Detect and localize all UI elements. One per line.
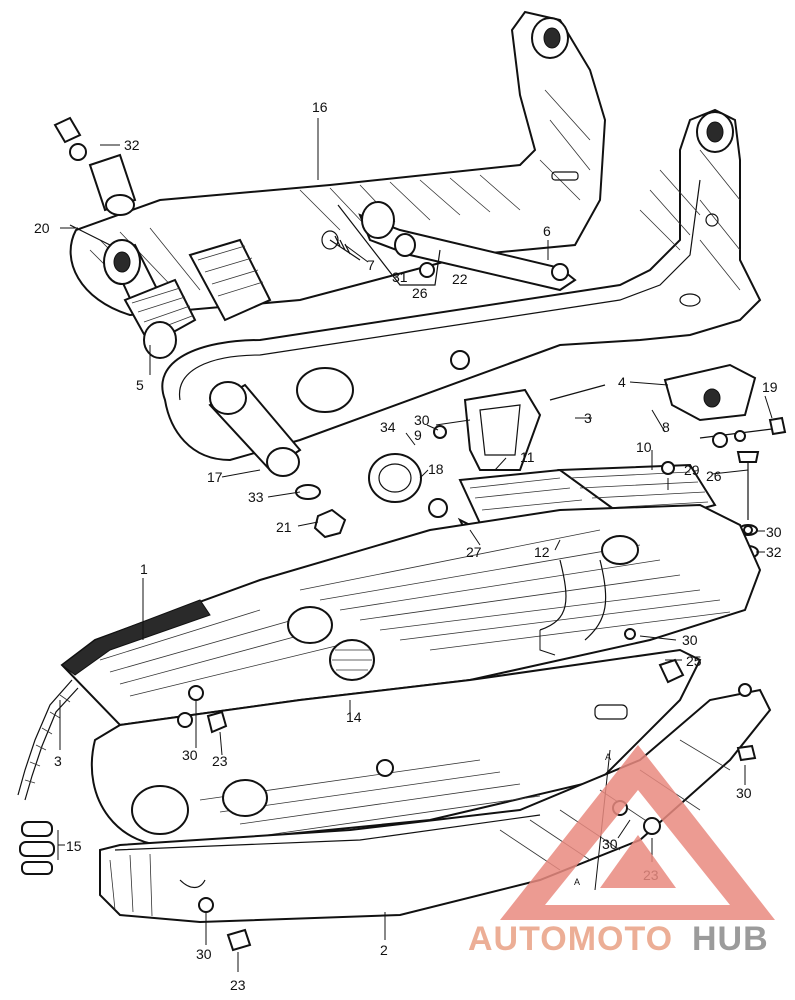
ref-mark-a-lower: A [574, 877, 580, 887]
callout-25: 26 [706, 468, 722, 484]
callout-30-right: 30 [766, 524, 782, 540]
callout-33: 32 [766, 544, 782, 560]
callout-32-lower: 33 [248, 489, 264, 505]
watermark-text-part1: AUTOMOTO [468, 920, 673, 958]
chain-case-cover-upper [60, 503, 762, 727]
callout-labels: 16 32 20 6 7 31 22 26 5 4 19 3 8 30 34 9… [34, 99, 782, 993]
ref-mark-a-upper: A [605, 752, 611, 762]
callout-3-lower: 3 [54, 753, 62, 769]
callout-28-mid: 27 [466, 544, 482, 560]
callout-1: 1 [140, 561, 148, 577]
callout-21: 21 [276, 519, 292, 535]
callout-30-mid: 30 [682, 632, 698, 648]
callout-14: 11 [520, 449, 535, 465]
callout-15: 12 [534, 544, 550, 560]
callout-18: 18 [428, 461, 444, 477]
callout-34: 34 [380, 419, 396, 435]
callout-29: 26 [412, 285, 428, 301]
callout-22: 22 [452, 271, 468, 287]
callout-30-left: 30 [182, 747, 198, 763]
callout-20: 20 [34, 220, 50, 236]
callout-32-upper: 32 [124, 137, 140, 153]
callout-28-right: 29 [684, 462, 700, 478]
swing-arm-illustration [69, 10, 607, 359]
callout-8: 6 [543, 223, 551, 239]
chain-case-back-plate [161, 108, 762, 477]
callout-16: 16 [312, 99, 328, 115]
callout-24: 25 [686, 653, 702, 669]
callout-2: 2 [380, 942, 388, 958]
watermark-text-part2: HUB [692, 920, 769, 958]
callout-30-upper: 30 [414, 412, 430, 428]
callout-23-left: 23 [212, 753, 228, 769]
pivot-bolt-hardware [53, 116, 137, 246]
callout-11: 9 [414, 427, 422, 443]
callout-5: 4 [618, 374, 626, 390]
callout-12: 10 [636, 439, 652, 455]
callout-leaders [57, 118, 773, 972]
callout-6: 14 [346, 709, 362, 725]
callout-10: 8 [662, 419, 670, 435]
callout-9: 7 [367, 257, 375, 273]
callout-31: 31 [392, 269, 408, 285]
callout-19: 19 [762, 379, 778, 395]
callout-23-bottom: 23 [230, 977, 246, 993]
callout-30-bottom: 30 [196, 946, 212, 962]
callout-4: 15 [66, 838, 82, 854]
bracket-and-cap-hardware [295, 384, 606, 539]
callout-7: 5 [136, 377, 144, 393]
watermark-logo: AUTOMOTO HUB [468, 745, 775, 958]
callout-30-lower-right: 30 [602, 836, 618, 852]
callout-27: 30 [736, 785, 752, 801]
callout-17: 17 [207, 469, 223, 485]
callout-3-upper: 3 [584, 410, 592, 426]
drive-chain [17, 679, 79, 875]
watermark-triangle [500, 745, 775, 920]
